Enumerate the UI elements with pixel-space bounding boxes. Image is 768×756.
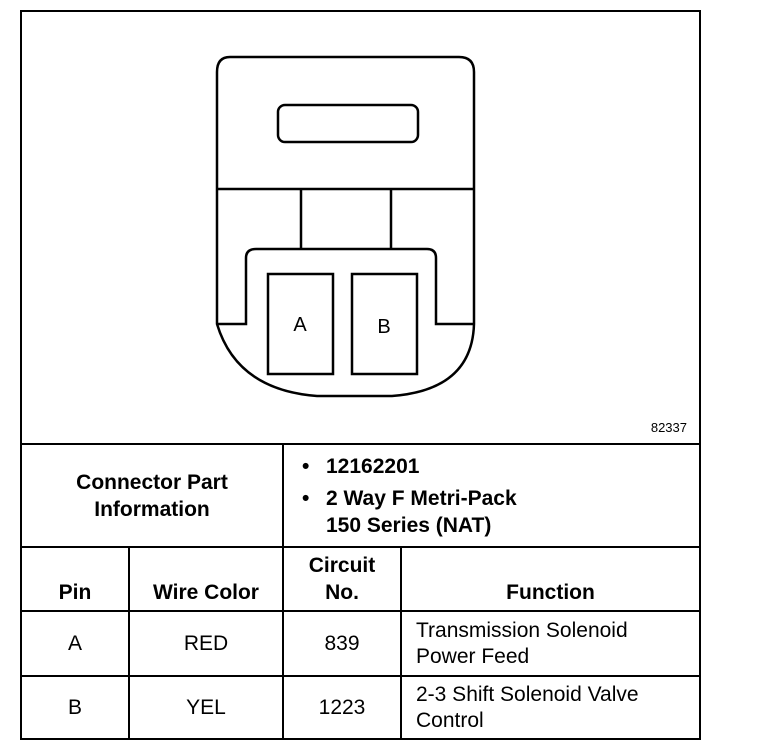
pin-cavity-b [350,272,419,376]
header-function: Function [400,546,699,612]
pin-label-a: A [293,314,307,336]
bullet: • [302,454,310,478]
wire-color-cell: RED [128,610,284,677]
circuit-cell: 839 [282,610,402,677]
connector-info-table: Connector Part Information • 12162201 • … [22,443,699,739]
part-number: 12162201 [326,454,420,478]
part-info-row: Connector Part Information • 12162201 • … [22,443,699,548]
header-circuit-line2: No. [325,581,359,604]
part-series-line2: 150 Series (NAT) [326,513,492,537]
pin-cavity-a [266,272,335,376]
function-line1: 2-3 Shift Solenoid Valve [416,683,639,706]
header-wire-color: Wire Color [128,546,284,612]
circuit-cell: 1223 [282,675,402,739]
bullet: • [302,486,310,510]
connector-drawing: A B [215,55,476,398]
connector-body [215,55,476,398]
part-info-label-line1: Connector Part [76,470,228,494]
header-pin: Pin [22,546,130,612]
connector-frame: A B 82337 Connector Part Information • 1… [20,10,701,740]
pin-label-b: B [377,316,390,338]
header-circuit-line1: Circuit [308,554,376,577]
part-info-values-cell: • 12162201 • 2 Way F Metri-Pack 150 Seri… [282,443,699,548]
pin-cell: B [22,675,130,739]
function-line2: Control [416,709,484,732]
part-series-item: • 2 Way F Metri-Pack 150 Series (NAT) [302,485,699,539]
function-line2: Power Feed [416,644,530,668]
pin-cell: A [22,610,130,677]
inner-shroud [217,247,474,326]
header-circuit: Circuit No. [282,546,402,612]
part-info-list: • 12162201 • 2 Way F Metri-Pack 150 Seri… [284,453,699,539]
function-cell: 2-3 Shift Solenoid Valve Control [400,675,699,739]
connector-diagram: A B 82337 [22,12,699,443]
part-info-label-line2: Information [94,497,210,521]
function-line1: Transmission Solenoid [416,618,628,642]
part-number-item: • 12162201 [302,453,699,480]
function-cell: Transmission Solenoid Power Feed [400,610,699,677]
latch-slot [276,103,420,144]
wire-color-cell: YEL [128,675,284,739]
part-info-label-cell: Connector Part Information [22,443,284,548]
figure-id: 82337 [650,420,687,435]
table-row: A RED 839 Transmission Solenoid Power Fe… [22,610,699,677]
table-row: B YEL 1223 2-3 Shift Solenoid Valve Cont… [22,675,699,739]
header-row: Pin Wire Color Circuit No. Function [22,546,699,612]
part-series-line1: 2 Way F Metri-Pack [326,486,517,510]
